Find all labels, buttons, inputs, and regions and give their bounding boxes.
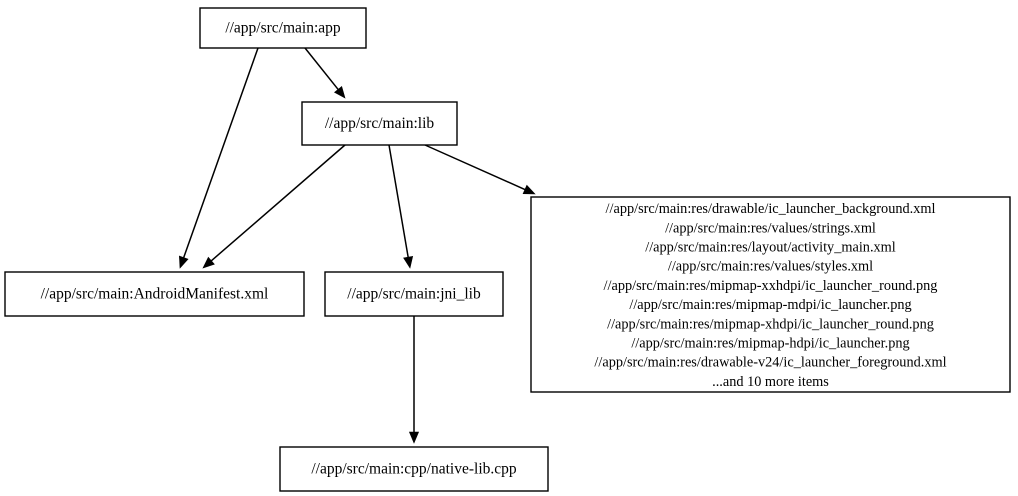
node-label-line: //app/src/main:res/mipmap-hdpi/ic_launch… bbox=[631, 335, 909, 351]
node-label-line: //app/src/main:res/drawable/ic_launcher_… bbox=[606, 201, 936, 217]
node-label: //app/src/main:AndroidManifest.xml bbox=[41, 286, 269, 303]
node-label-line: //app/src/main:res/mipmap-xxhdpi/ic_laun… bbox=[604, 278, 938, 294]
graph-node-jni_lib[interactable]: //app/src/main:jni_lib bbox=[324, 271, 504, 317]
graph-edge bbox=[304, 47, 346, 99]
node-label: //app/src/main:lib bbox=[325, 115, 435, 132]
edge-line bbox=[210, 144, 346, 262]
edge-arrowhead bbox=[403, 256, 414, 269]
node-label: //app/src/main:app bbox=[225, 20, 341, 37]
edges-layer bbox=[179, 47, 536, 444]
node-box[interactable] bbox=[199, 7, 367, 49]
edge-arrowhead bbox=[522, 184, 536, 195]
graph-edge bbox=[179, 47, 259, 269]
node-box[interactable] bbox=[4, 271, 305, 317]
nodes-layer: //app/src/main:app //app/src/main:lib //ap… bbox=[4, 7, 1011, 492]
graph-edge bbox=[424, 144, 536, 195]
graph-node-manifest[interactable]: //app/src/main:AndroidManifest.xml bbox=[4, 271, 305, 317]
node-label: //app/src/main:jni_lib bbox=[347, 286, 481, 303]
edge-line bbox=[182, 47, 259, 258]
edge-arrowhead bbox=[408, 431, 420, 444]
node-box[interactable] bbox=[279, 446, 549, 492]
node-label-line: //app/src/main:res/mipmap-xhdpi/ic_launc… bbox=[607, 316, 934, 332]
node-box[interactable] bbox=[301, 101, 458, 146]
node-label-line: //app/src/main:res/values/styles.xml bbox=[668, 259, 873, 275]
edge-arrowhead bbox=[179, 255, 189, 269]
edge-arrowhead bbox=[202, 256, 215, 269]
graph-edge bbox=[388, 144, 414, 269]
graph-node-native_lib[interactable]: //app/src/main:cpp/native-lib.cpp bbox=[279, 446, 549, 492]
node-box[interactable] bbox=[530, 196, 1011, 393]
edge-line bbox=[424, 144, 526, 191]
edge-arrowhead bbox=[333, 86, 346, 99]
node-label-line: //app/src/main:res/values/strings.xml bbox=[665, 220, 876, 236]
node-label-line: ...and 10 more items bbox=[712, 374, 829, 390]
node-label-line: //app/src/main:res/mipmap-mdpi/ic_launch… bbox=[629, 297, 911, 313]
node-label: //app/src/main:cpp/native-lib.cpp bbox=[311, 461, 517, 478]
node-box[interactable] bbox=[324, 271, 504, 317]
graph-node-res_bundle[interactable]: //app/src/main:res/drawable/ic_launcher_… bbox=[530, 196, 1011, 393]
edge-line bbox=[388, 144, 409, 258]
graph-edge bbox=[202, 144, 346, 269]
graph-edge bbox=[408, 316, 420, 444]
graph-node-app[interactable]: //app/src/main:app bbox=[199, 7, 367, 49]
graph-node-lib[interactable]: //app/src/main:lib bbox=[301, 101, 458, 146]
node-label-line: //app/src/main:res/drawable-v24/ic_launc… bbox=[594, 355, 946, 371]
node-label-line: //app/src/main:res/layout/activity_main.… bbox=[645, 239, 896, 255]
edge-line bbox=[304, 47, 339, 90]
